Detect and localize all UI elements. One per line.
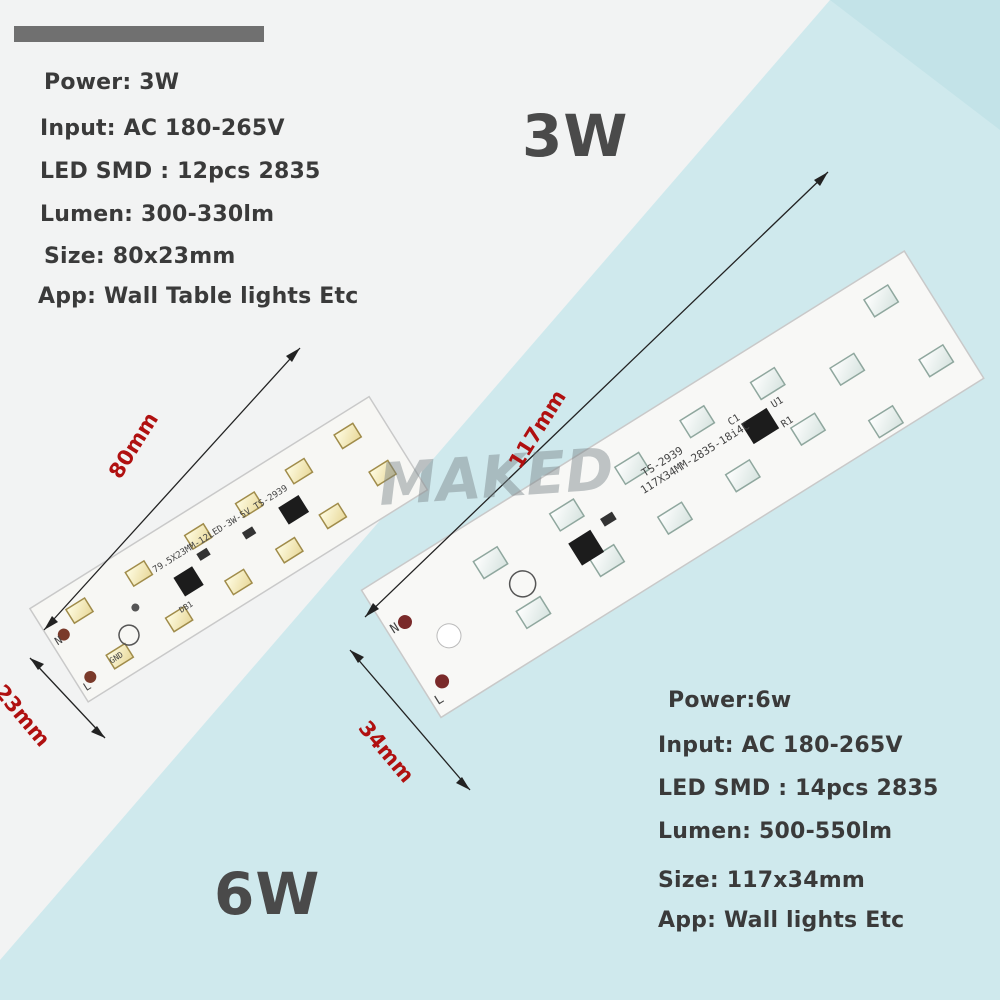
right-spec-power: Power:6w <box>668 688 792 713</box>
right-spec-lumen: Lumen: 500-550lm <box>658 819 893 844</box>
label-3w: 3W <box>522 102 629 170</box>
large-pcb-c1-label: C1 <box>726 413 742 429</box>
large-pcb-r1-label: R1 <box>779 415 795 431</box>
right-spec-input: Input: AC 180-265V <box>658 733 903 758</box>
left-spec-size: Size: 80x23mm <box>44 244 236 269</box>
right-spec-size: Size: 117x34mm <box>658 868 865 893</box>
right-spec-app: App: Wall lights Etc <box>658 908 905 933</box>
left-spec-led: LED SMD : 12pcs 2835 <box>40 159 321 184</box>
right-spec-led: LED SMD : 14pcs 2835 <box>658 776 939 801</box>
left-spec-input: Input: AC 180-265V <box>40 116 285 141</box>
large-pcb-u1-label: U1 <box>769 395 785 411</box>
top-divider-bar <box>14 26 264 42</box>
left-spec-power: Power: 3W <box>44 70 180 95</box>
label-6w: 6W <box>214 860 321 928</box>
left-spec-app: App: Wall Table lights Etc <box>38 284 359 309</box>
watermark-logo: MAKED <box>376 435 615 519</box>
left-spec-lumen: Lumen: 300-330lm <box>40 202 275 227</box>
